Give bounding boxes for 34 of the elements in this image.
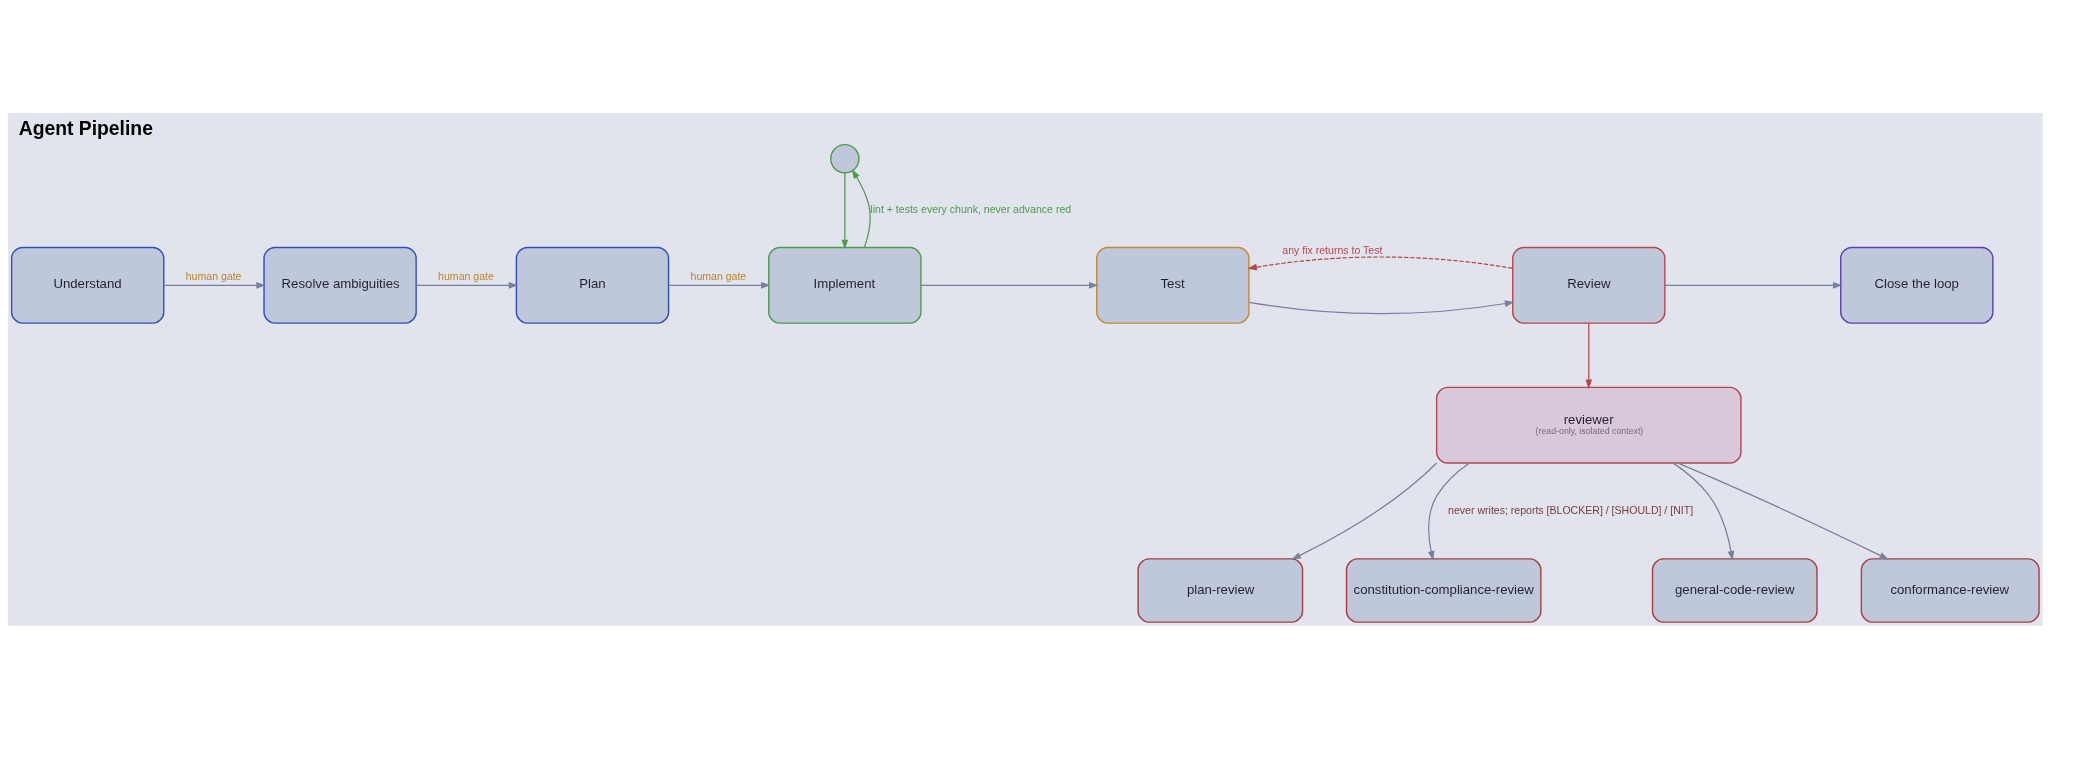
node-box: Plan [515,246,670,324]
edge-label: human gate [185,269,242,282]
arrow [920,282,1099,289]
edge-label: human gate [690,269,747,282]
arrow [668,282,771,289]
arrow [1291,462,1438,560]
arrow [1664,282,1843,289]
arrow [1247,256,1514,271]
node-box: conformance-review [1860,558,2040,623]
arrow [1672,462,1735,561]
edge-label: any fix returns to Test [1282,244,1383,257]
diagram-title: Agent Pipeline [18,116,153,139]
arrow [841,172,849,250]
edge-label: human gate [438,269,494,282]
node-box: Implement [768,246,922,324]
arrow [851,169,871,248]
node-box: Resolve ambiguities [263,246,417,324]
arrow [163,282,266,289]
arrow [1248,300,1515,315]
node-box: Review [1512,246,1666,324]
arrow [1585,322,1593,390]
node-box: Understand [10,246,165,324]
arrow [415,282,519,289]
node-circle [830,143,860,174]
edge-label: never writes; reports [BLOCKER] / [SHOULD] / [NIT] [1448,504,1694,517]
node-box: plan-review [1137,558,1304,623]
node-box: Close the loop [1840,246,1994,324]
arrow [1427,462,1471,561]
node-box: reviewer (read-only, isolated context) [1435,386,1742,464]
node-box: general-code-review [1651,558,1818,623]
arrow [1677,462,1889,560]
node-box: constitution-compliance-review [1345,558,1542,623]
edge-label: lint + tests every chunk, never advance red [870,202,1072,215]
node-box: Test [1096,246,1250,324]
